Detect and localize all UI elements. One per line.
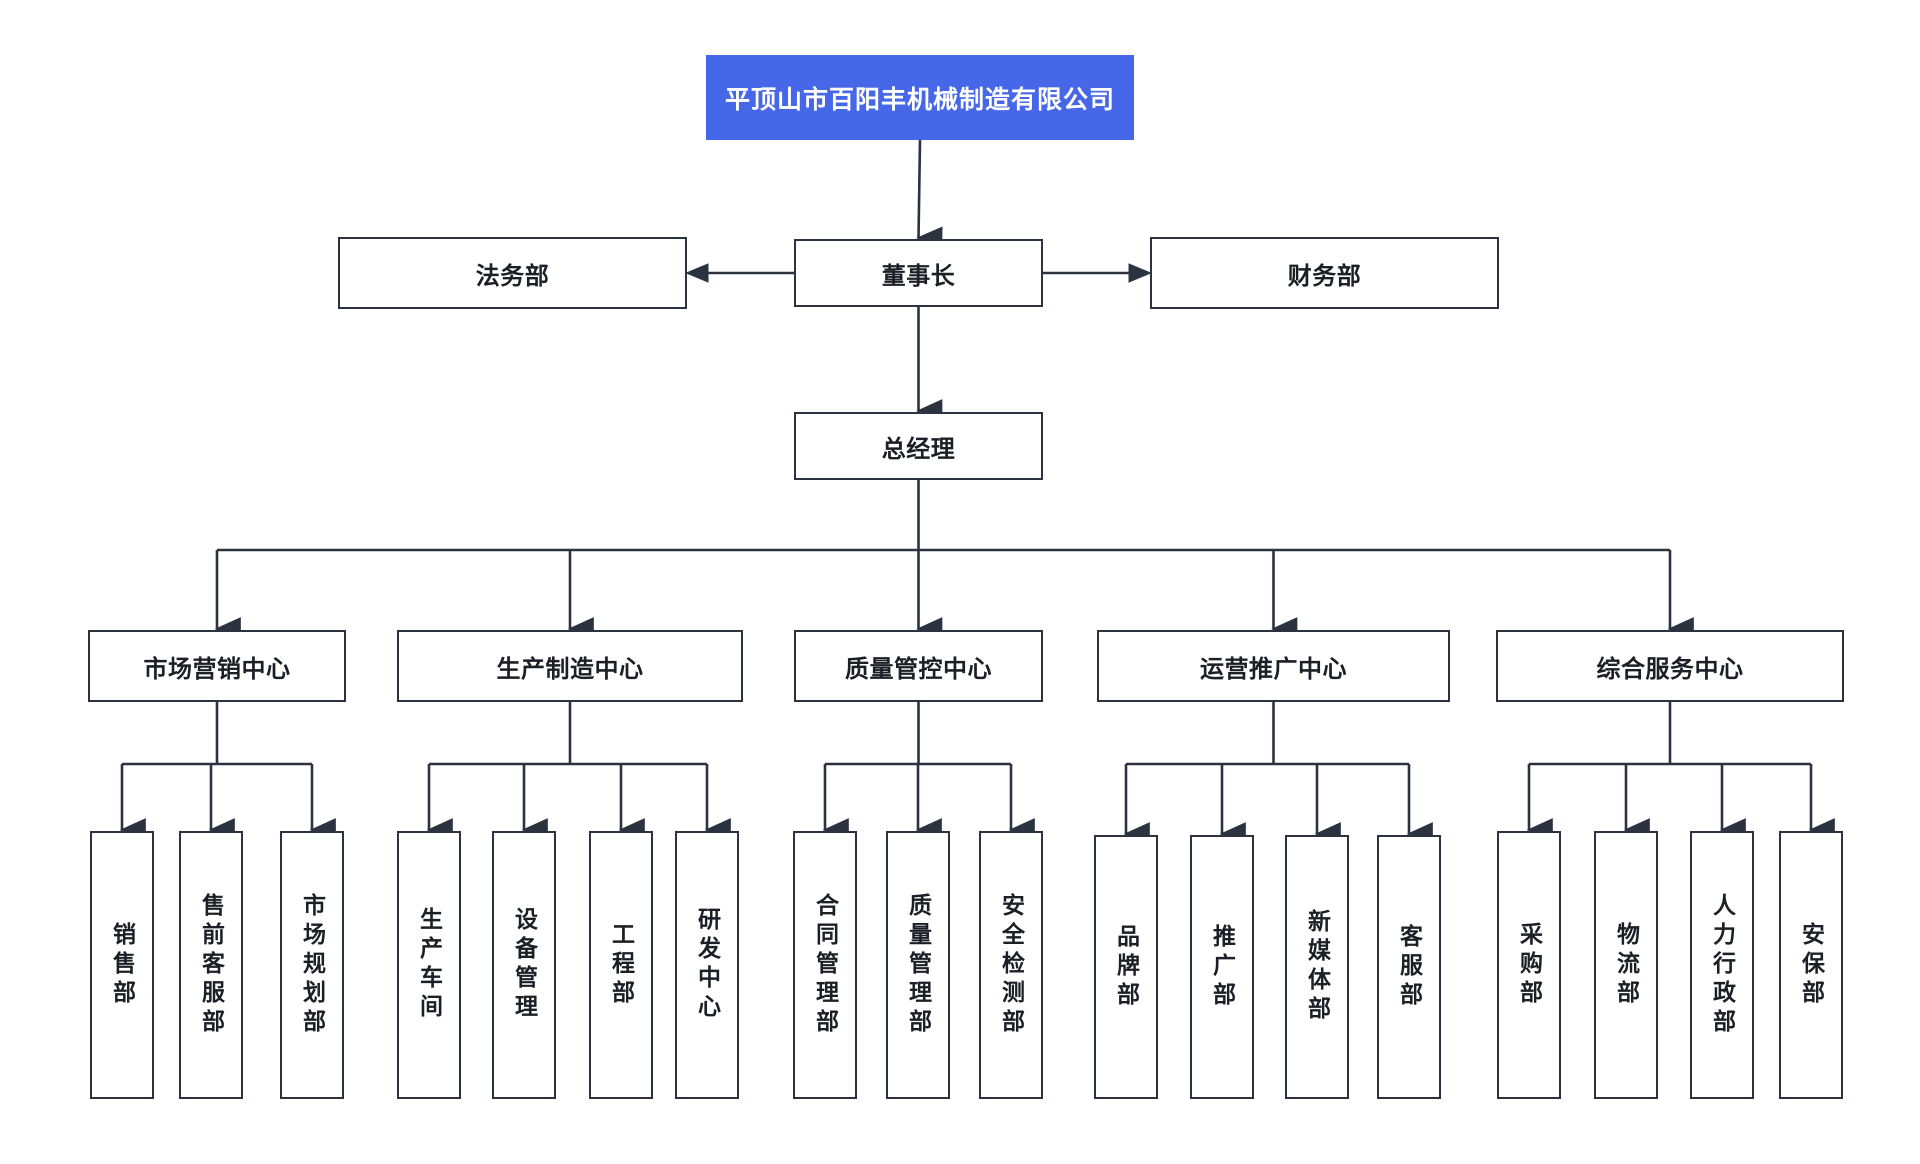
node-label: 研发中心	[694, 907, 721, 1023]
node-label: 销售部	[109, 921, 136, 1009]
node-dept-2-2[interactable]: 设备管理	[492, 831, 556, 1099]
node-dept-5-1[interactable]: 采购部	[1497, 831, 1561, 1099]
node-general-manager[interactable]: 总经理	[794, 412, 1043, 480]
node-label: 工程部	[608, 921, 635, 1009]
node-label: 合同管理部	[812, 892, 839, 1038]
node-dept-2-4[interactable]: 研发中心	[675, 831, 739, 1099]
node-center-1[interactable]: 市场营销中心	[88, 630, 346, 702]
node-label: 运营推广中心	[1200, 655, 1347, 683]
node-dept-2-1[interactable]: 生产车间	[397, 831, 461, 1099]
connector-line	[916, 139, 943, 251]
node-dept-1-1[interactable]: 销售部	[90, 831, 154, 1099]
node-label: 生产车间	[416, 907, 443, 1023]
node-center-5[interactable]: 综合服务中心	[1496, 630, 1844, 702]
node-finance-dept[interactable]: 财务部	[1150, 237, 1499, 309]
node-label: 客服部	[1396, 923, 1423, 1011]
node-dept-5-4[interactable]: 安保部	[1779, 831, 1843, 1099]
node-dept-4-2[interactable]: 推广部	[1190, 835, 1254, 1099]
node-label: 市场规划部	[299, 892, 326, 1038]
node-label: 财务部	[1287, 262, 1362, 290]
node-label: 人力行政部	[1709, 892, 1736, 1038]
node-label: 质量管控中心	[845, 655, 992, 683]
org-root-company[interactable]: 平顶山市百阳丰机械制造有限公司	[706, 55, 1134, 140]
node-label: 设备管理	[511, 907, 538, 1023]
node-chairman[interactable]: 董事长	[794, 239, 1043, 307]
node-label: 安全检测部	[998, 892, 1025, 1038]
node-label: 市场营销中心	[143, 655, 291, 683]
node-label: 生产制造中心	[496, 655, 644, 683]
node-center-2[interactable]: 生产制造中心	[397, 630, 743, 702]
node-dept-3-1[interactable]: 合同管理部	[793, 831, 857, 1099]
node-dept-5-2[interactable]: 物流部	[1594, 831, 1658, 1099]
node-dept-2-3[interactable]: 工程部	[589, 831, 653, 1099]
node-label: 安保部	[1798, 921, 1825, 1009]
node-dept-4-4[interactable]: 客服部	[1377, 835, 1441, 1099]
node-label: 总经理	[881, 435, 956, 463]
node-label: 采购部	[1516, 921, 1543, 1009]
node-label: 售前客服部	[198, 892, 225, 1038]
node-label: 平顶山市百阳丰机械制造有限公司	[724, 85, 1115, 114]
node-dept-4-1[interactable]: 品牌部	[1094, 835, 1158, 1099]
node-dept-4-3[interactable]: 新媒体部	[1285, 835, 1349, 1099]
node-label: 综合服务中心	[1596, 655, 1744, 683]
node-dept-1-3[interactable]: 市场规划部	[280, 831, 344, 1099]
node-label: 新媒体部	[1304, 909, 1331, 1025]
node-dept-3-3[interactable]: 安全检测部	[979, 831, 1043, 1099]
node-label: 董事长	[881, 262, 956, 290]
node-label: 品牌部	[1113, 923, 1140, 1011]
node-center-4[interactable]: 运营推广中心	[1097, 630, 1450, 702]
node-legal-dept[interactable]: 法务部	[338, 237, 687, 309]
node-dept-1-2[interactable]: 售前客服部	[179, 831, 243, 1099]
node-dept-3-2[interactable]: 质量管理部	[886, 831, 950, 1099]
node-label: 推广部	[1209, 923, 1236, 1011]
node-dept-5-3[interactable]: 人力行政部	[1690, 831, 1754, 1099]
node-label: 质量管理部	[905, 892, 932, 1038]
node-center-3[interactable]: 质量管控中心	[794, 630, 1043, 702]
node-label: 法务部	[475, 262, 550, 290]
node-label: 物流部	[1613, 921, 1640, 1009]
